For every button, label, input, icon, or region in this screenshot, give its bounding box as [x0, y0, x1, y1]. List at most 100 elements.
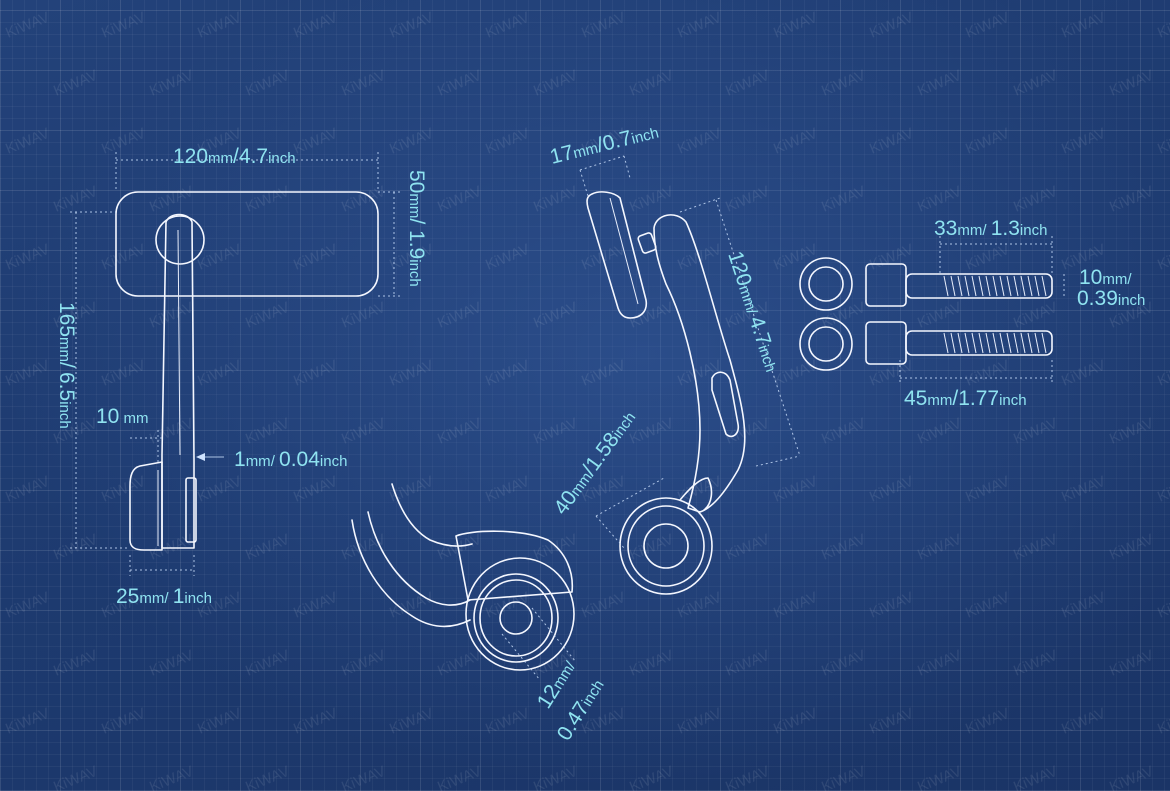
watermark-text: KiWAV: [291, 125, 340, 158]
watermark-text: KiWAV: [51, 763, 100, 791]
watermark-text: KiWAV: [771, 241, 820, 274]
thread-line: [1013, 275, 1019, 297]
watermark-text: KiWAV: [147, 647, 196, 680]
watermark-text: KiWAV: [435, 67, 484, 100]
watermark-text: KiWAV: [771, 125, 820, 158]
watermark-text: KiWAV: [0, 531, 4, 564]
watermark-text: KiWAV: [243, 647, 292, 680]
mirror-head-side: [586, 191, 648, 319]
handlebar-end-inner: [367, 511, 471, 606]
thread-line: [1006, 275, 1012, 297]
watermark-text: KiWAV: [99, 357, 148, 390]
watermark-text: KiWAV: [963, 241, 1012, 274]
stem-ridge-line: [177, 229, 181, 456]
side-view-dimension-lines: [579, 155, 801, 549]
watermark-text: KiWAV: [0, 647, 4, 680]
watermark-text: KiWAV: [579, 9, 628, 42]
watermark-text: KiWAV: [1011, 763, 1060, 791]
watermark-text: KiWAV: [243, 183, 292, 216]
watermark-text: KiWAV: [483, 357, 532, 390]
watermark-text: KiWAV: [243, 67, 292, 100]
watermark-text: KiWAV: [627, 67, 676, 100]
thread-line: [1027, 332, 1033, 354]
watermark-text: KiWAV: [1107, 763, 1156, 791]
watermark-text: KiWAV: [3, 241, 52, 274]
mirror-head-front: [115, 191, 379, 297]
clamp-bridge-side: [679, 477, 713, 511]
thread-line: [1041, 275, 1047, 297]
label-side-thickness: 17mm/0.7inch: [548, 120, 661, 169]
watermark-text: KiWAV: [963, 9, 1012, 42]
watermark-text: KiWAV: [1059, 705, 1108, 738]
watermark-text: KiWAV: [3, 9, 52, 42]
watermark-text: KiWAV: [675, 589, 724, 622]
ball-joint-side: [637, 232, 657, 254]
watermark-text: KiWAV: [483, 125, 532, 158]
thread-line: [985, 332, 991, 354]
clamp-ring-mid-mounted: [473, 573, 559, 663]
watermark-text: KiWAV: [819, 647, 868, 680]
watermark-text: KiWAV: [483, 705, 532, 738]
thread-line: [1027, 275, 1033, 297]
mirror-pivot-front: [155, 215, 205, 265]
watermark-text: KiWAV: [627, 299, 676, 332]
watermark-text: KiWAV: [1155, 473, 1170, 506]
watermark-text: KiWAV: [1011, 647, 1060, 680]
watermark-text: KiWAV: [675, 705, 724, 738]
watermark-text: KiWAV: [387, 125, 436, 158]
thread-line: [999, 332, 1005, 354]
washer-2-hole: [808, 326, 844, 362]
watermark-text: KiWAV: [435, 299, 484, 332]
watermark-text: KiWAV: [3, 589, 52, 622]
watermark-text: KiWAV: [531, 67, 580, 100]
watermark-text: KiWAV: [1155, 705, 1170, 738]
watermark-text: KiWAV: [867, 241, 916, 274]
thread-line: [1006, 332, 1012, 354]
watermark-text: KiWAV: [3, 705, 52, 738]
watermark-text: KiWAV: [339, 647, 388, 680]
watermark-text: KiWAV: [723, 183, 772, 216]
watermark-text: KiWAV: [291, 9, 340, 42]
watermark-text: KiWAV: [243, 415, 292, 448]
watermark-text: KiWAV: [195, 357, 244, 390]
watermark-text: KiWAV: [195, 705, 244, 738]
watermark-text: KiWAV: [0, 183, 4, 216]
thread-line: [1013, 332, 1019, 354]
front-view-mirror: [115, 191, 379, 551]
watermark-text: KiWAV: [1011, 299, 1060, 332]
label-clamp-width: 25mm/ 1inch: [116, 585, 212, 608]
watermark-text: KiWAV: [243, 763, 292, 791]
mirror-glass-edge: [609, 197, 639, 305]
watermark-text: KiWAV: [387, 357, 436, 390]
mounted-view: [351, 483, 577, 681]
watermark-text: KiWAV: [435, 647, 484, 680]
mirror-stem-front: [161, 213, 195, 549]
watermark-text: KiWAV: [723, 647, 772, 680]
watermark-text: KiWAV: [1011, 183, 1060, 216]
watermark-text: KiWAV: [147, 763, 196, 791]
washer-1: [799, 257, 853, 311]
watermark-text: KiWAV: [291, 473, 340, 506]
clamp-sleeve-mounted: [455, 530, 574, 601]
clamp-ring-mid-side: [627, 505, 705, 587]
watermark-text: KiWAV: [147, 299, 196, 332]
bolt-2-shaft: [905, 330, 1053, 356]
watermark-text: KiWAV: [963, 473, 1012, 506]
thread-line: [950, 332, 956, 354]
thread-line: [978, 275, 984, 297]
watermark-text: KiWAV: [0, 67, 4, 100]
watermark-text: KiWAV: [243, 299, 292, 332]
watermark-text: KiWAV: [627, 531, 676, 564]
watermark-text: KiWAV: [195, 473, 244, 506]
watermark-text: KiWAV: [99, 473, 148, 506]
watermark-text: KiWAV: [387, 705, 436, 738]
watermark-text: KiWAV: [0, 763, 4, 791]
watermark-text: KiWAV: [435, 183, 484, 216]
watermark-text: KiWAV: [867, 125, 916, 158]
watermark-text: KiWAV: [1155, 125, 1170, 158]
watermark-text: KiWAV: [1107, 183, 1156, 216]
watermark-text: KiWAV: [963, 705, 1012, 738]
watermark-text: KiWAV: [771, 9, 820, 42]
watermark-text: KiWAV: [195, 9, 244, 42]
watermark-text: KiWAV: [915, 183, 964, 216]
